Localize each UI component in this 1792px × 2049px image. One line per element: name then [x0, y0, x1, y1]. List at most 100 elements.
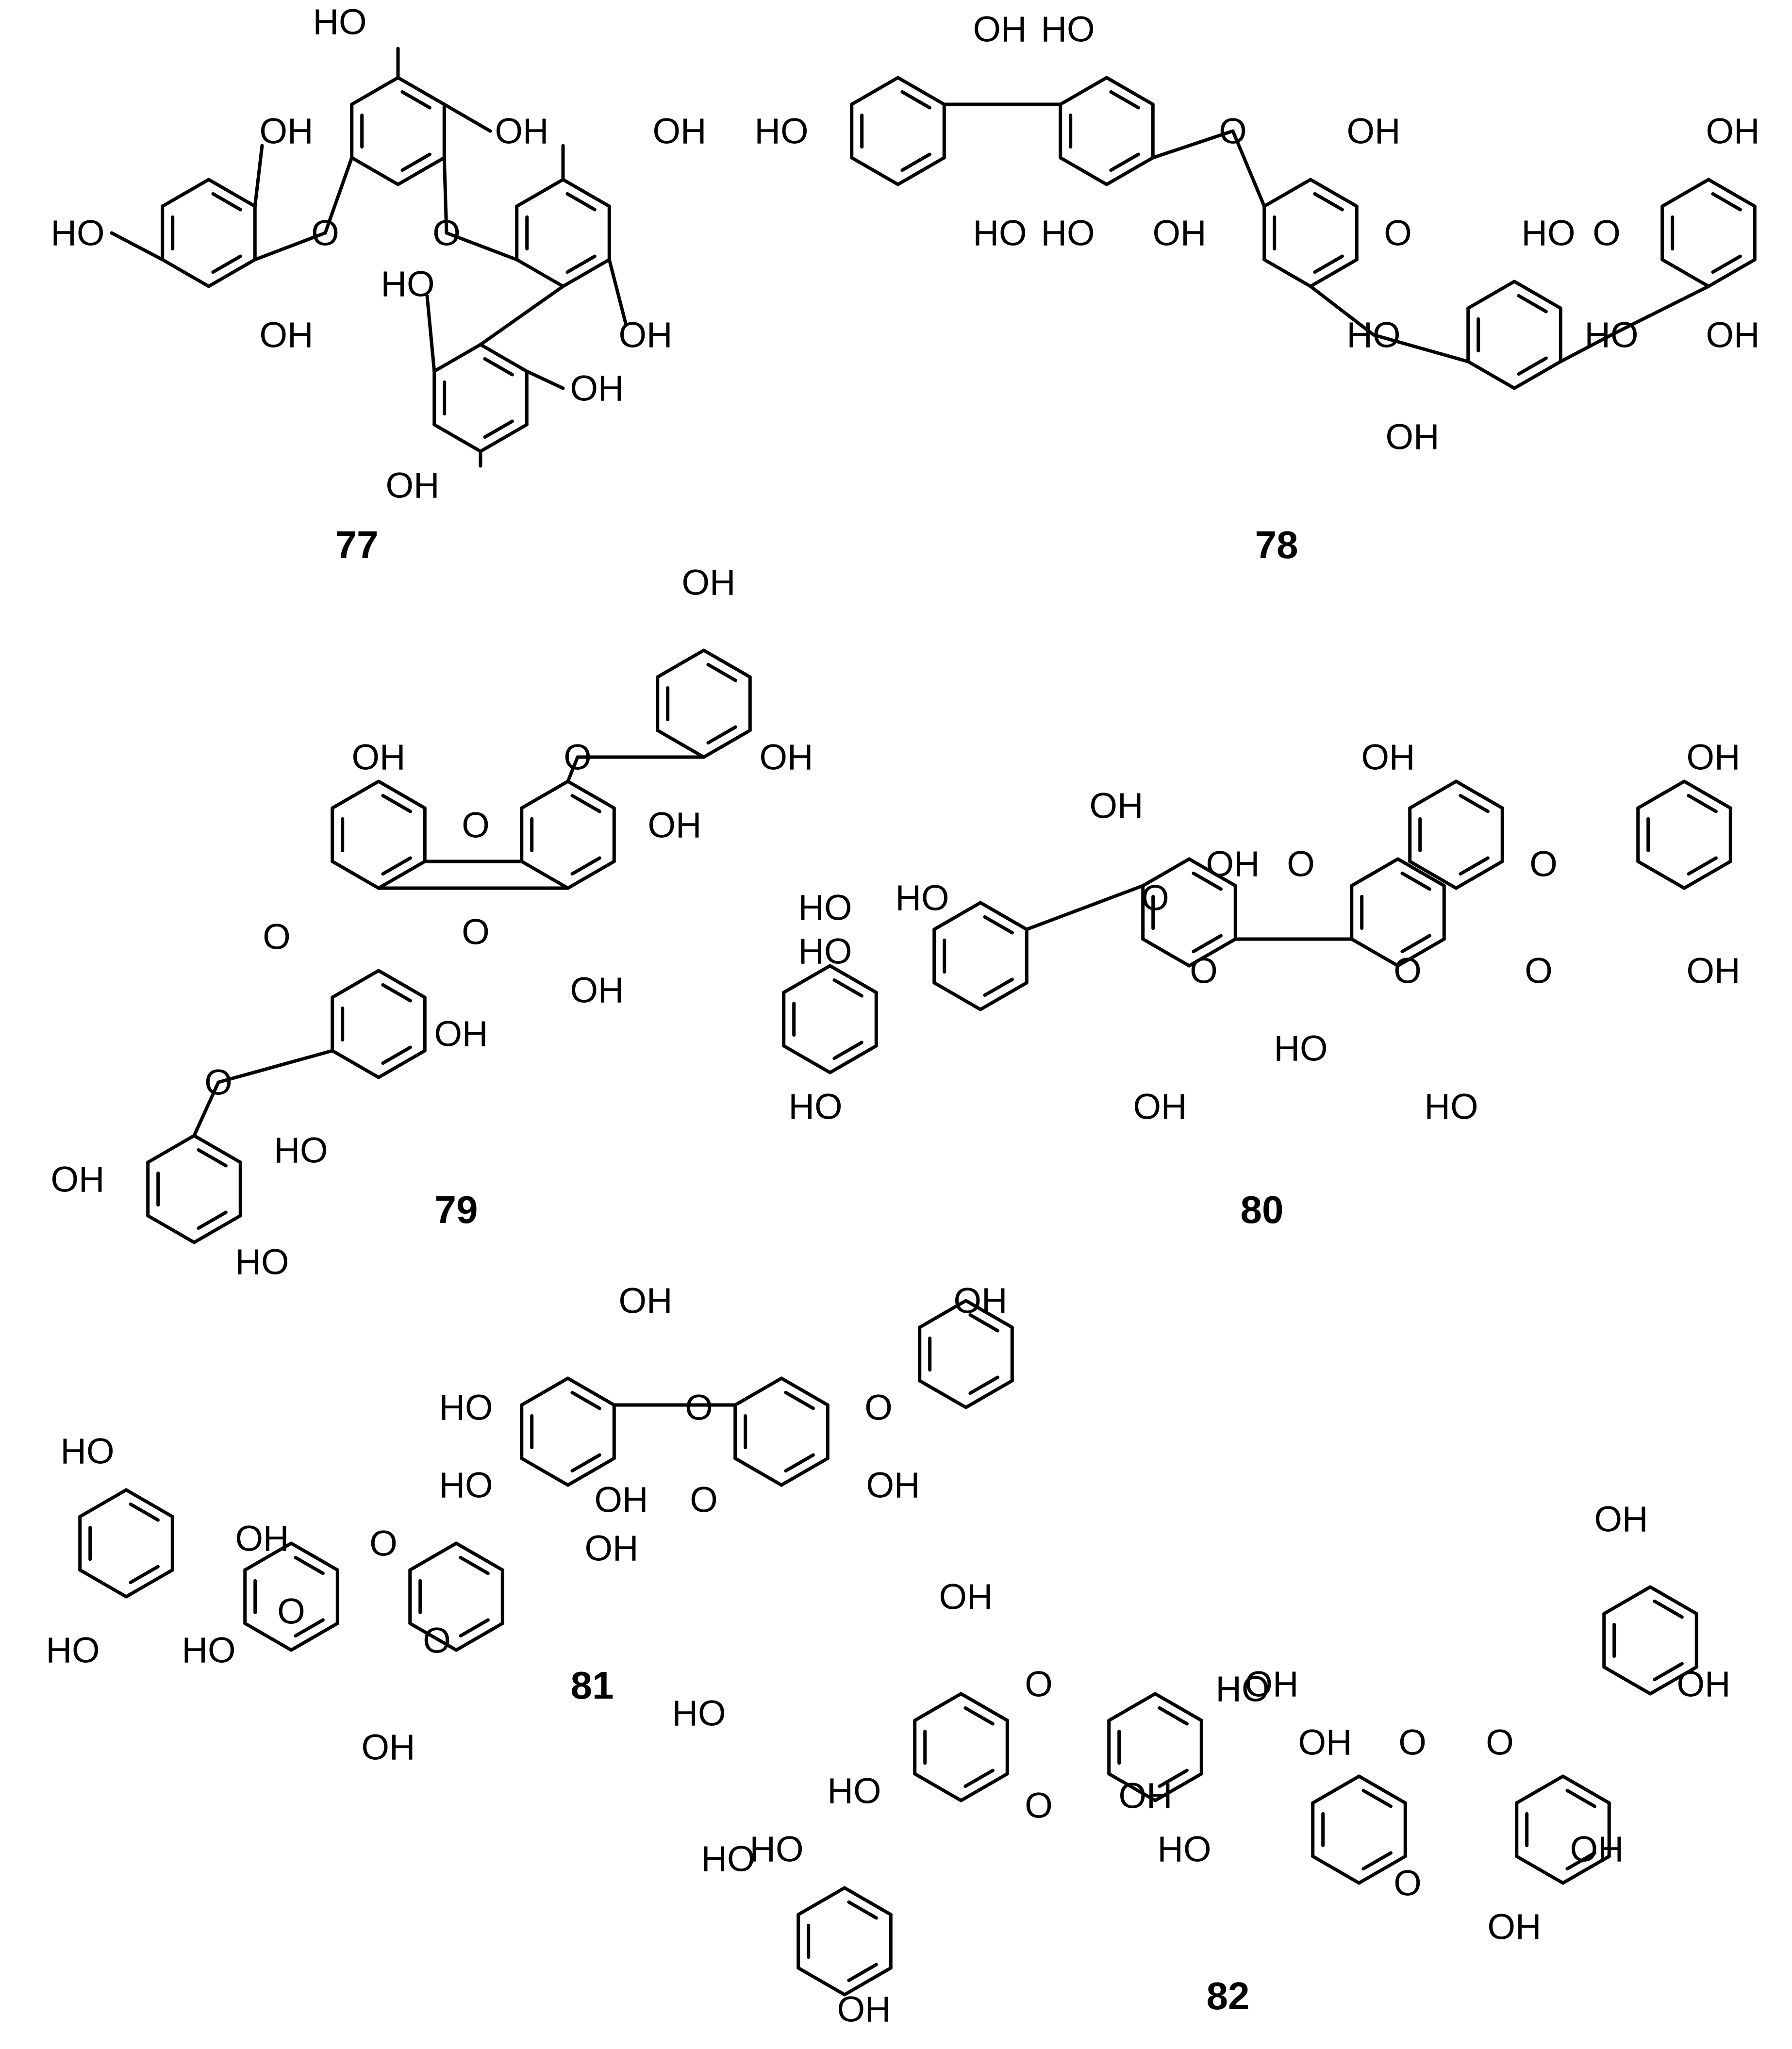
double-bond: [963, 1706, 995, 1726]
double-bond: [565, 192, 597, 212]
ring-bond: [796, 1966, 846, 1997]
ring-D: [1466, 280, 1562, 390]
ring-bond: [702, 648, 752, 679]
compound-number: 77: [335, 523, 379, 566]
double-bond: [968, 1375, 999, 1395]
atom-label: OH: [1687, 737, 1741, 777]
double-bond: [483, 419, 514, 439]
atom-label: OH: [362, 1727, 415, 1768]
double-bond: [1459, 856, 1490, 876]
ring-A: [161, 178, 257, 288]
double-bond: [197, 1148, 228, 1168]
double-bond: [784, 1453, 815, 1473]
double-bond: [1517, 294, 1548, 314]
ring-bond: [289, 1621, 339, 1652]
atom-label: OH: [1706, 111, 1760, 151]
double-bond: [381, 1045, 412, 1065]
double-bond: [1158, 1706, 1189, 1726]
atom-label: OH: [260, 315, 314, 355]
atom-label: O: [369, 1523, 398, 1564]
ring-bond: [1105, 156, 1155, 186]
atom-label: O: [423, 1620, 451, 1661]
atom-label: OH: [495, 111, 549, 151]
atom-label: O: [462, 805, 490, 845]
ring-bond: [1515, 1774, 1565, 1805]
bond: [442, 102, 492, 133]
ring-bond: [896, 76, 946, 106]
atom-label: OH: [1570, 1829, 1624, 1869]
atom-label: OH: [1133, 1087, 1187, 1127]
atom-label: OH: [260, 111, 314, 151]
ring-bond: [896, 156, 946, 186]
double-bond: [400, 90, 431, 110]
ring-bond: [1660, 258, 1710, 288]
bond: [479, 284, 565, 347]
ring-bond: [566, 1456, 616, 1487]
ring-bond: [1602, 1665, 1652, 1696]
ring-bond: [454, 1621, 504, 1652]
atom-label: O: [1190, 951, 1218, 991]
ring-bond: [1357, 1774, 1407, 1805]
bond: [323, 156, 354, 235]
bond: [607, 258, 628, 327]
double-bond: [1361, 1851, 1393, 1871]
atom-label: OH: [1706, 315, 1760, 355]
ring-bond: [733, 1376, 783, 1407]
double-bond: [1517, 356, 1548, 376]
ring-bond: [520, 1376, 570, 1407]
atom-label: OH: [1488, 1907, 1542, 1947]
ring-bond: [396, 156, 446, 186]
atom-label: HO: [182, 1630, 236, 1670]
bond: [1151, 129, 1235, 160]
ring-bond: [932, 901, 982, 931]
atom-label: HO: [1158, 1829, 1211, 1869]
ring-C: [918, 1299, 1014, 1409]
double-bond: [1400, 871, 1431, 891]
bond: [253, 231, 327, 262]
double-bond: [1711, 192, 1742, 212]
ring-bond: [1561, 1774, 1611, 1805]
ring-bond: [432, 423, 482, 453]
ring-bond: [377, 779, 427, 810]
double-bond: [459, 1555, 490, 1575]
ring-D: [1408, 779, 1504, 890]
ring-bond: [782, 1044, 832, 1074]
bond: [192, 1080, 220, 1138]
ring-bond: [331, 969, 381, 999]
ring-bond: [780, 1456, 830, 1487]
ring-bond: [289, 1541, 339, 1572]
ring-bond: [796, 1886, 846, 1917]
bond: [566, 755, 580, 783]
double-bond: [1459, 793, 1490, 813]
atom-label: HO: [798, 931, 852, 972]
bond: [1025, 884, 1145, 931]
ring-A: [520, 1376, 616, 1487]
ring-bond: [979, 981, 1029, 1011]
ring-bond: [377, 859, 427, 890]
atom-label: O: [311, 213, 339, 253]
double-bond: [832, 1041, 863, 1060]
ring-bond: [1636, 779, 1686, 810]
ring-E: [243, 1541, 339, 1652]
ring-bond: [1262, 178, 1312, 208]
ring-bond: [1466, 360, 1516, 390]
ring-E: [146, 1134, 242, 1244]
double-bond: [1565, 1851, 1596, 1871]
atom-label: OH: [619, 315, 673, 355]
double-bond: [1192, 871, 1223, 891]
ring-bond: [146, 1134, 196, 1164]
ring-bond: [520, 859, 570, 890]
ring-bond: [1311, 1854, 1361, 1885]
ring-bond: [1309, 258, 1359, 288]
double-bond: [706, 662, 737, 682]
ring-B: [1141, 857, 1237, 968]
ring-bond: [1105, 76, 1155, 106]
atom-label: OH: [1119, 1776, 1173, 1816]
double-bond: [1109, 152, 1140, 172]
ring-bond: [1059, 76, 1109, 106]
atom-label: O: [864, 1388, 893, 1428]
atom-label: HO: [61, 1431, 115, 1471]
ring-bond: [1561, 1854, 1611, 1885]
